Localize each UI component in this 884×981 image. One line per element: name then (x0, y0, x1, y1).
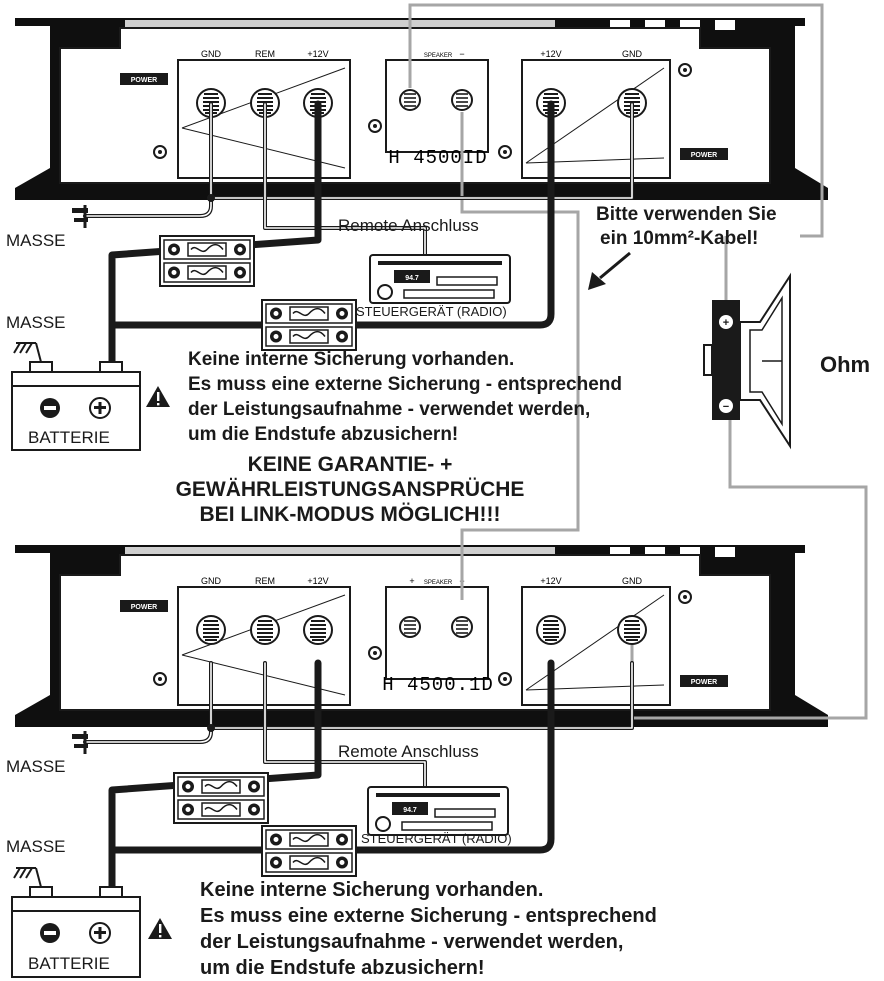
cable-arrow-icon (588, 251, 631, 290)
power-badge-right: POWER (691, 679, 717, 686)
terminal-12v-label: +12V (307, 49, 328, 59)
wiring-set-bottom (83, 659, 634, 897)
terminal-gnd-right-label: GND (622, 576, 643, 586)
speaker-plus-label: + (723, 317, 729, 329)
masse-ground-label: MASSE (6, 757, 66, 776)
amp-model-label: H 4500ID (388, 147, 487, 169)
warning-icon (146, 386, 170, 407)
earth-symbol-bottom (13, 867, 42, 888)
terminal-12v-label: +12V (307, 576, 328, 586)
ground-stud-top (72, 205, 88, 228)
fuse-holder-top-1 (159, 235, 255, 287)
remote-connection-label: Remote Anschluss (338, 216, 479, 235)
ohm-label: Ohm (820, 352, 871, 377)
radio-display-text: 94.7 (403, 807, 417, 814)
fuse-warning-top-line-1: Keine interne Sicherung vorhanden. (188, 349, 515, 370)
battery-top (11, 361, 141, 451)
wiring-set-top (83, 100, 634, 372)
masse-ground-label: MASSE (6, 231, 66, 250)
terminal-12v-right-label: +12V (540, 576, 561, 586)
terminal-plus-label: + (409, 576, 414, 586)
masse-battery-label: MASSE (6, 313, 66, 332)
terminal-gnd-right-label: GND (622, 49, 643, 59)
terminal-rem-label: REM (255, 576, 275, 586)
head-unit-label: STEUERGERÄT (RADIO) (361, 831, 512, 846)
battery-label: BATTERIE (28, 954, 110, 973)
terminal-minus-label: − (459, 49, 464, 59)
battery-bottom (11, 886, 141, 978)
link-warning-line-3: BEI LINK-MODUS MÖGLICH!!! (199, 503, 501, 526)
ground-stud-bottom (72, 731, 88, 754)
head-unit-bottom: 94.7 (367, 786, 509, 836)
fuse-warning-top-line-3: der Leistungsaufnahme - verwendet werden… (188, 399, 591, 420)
terminal-rem-label: REM (255, 49, 275, 59)
fuse-warning-bottom-line-4: um die Endstufe abzusichern! (200, 957, 485, 979)
fuse-warning-top-line-2: Es muss eine externe Sicherung - entspre… (188, 374, 622, 395)
earth-symbol-top (13, 342, 42, 363)
power-badge-left: POWER (131, 604, 157, 611)
amplifier-bottom: GND REM +12V + SPEAKER − +12V GND POWER … (15, 545, 828, 727)
terminal-gnd-label: GND (201, 49, 222, 59)
power-badge-left: POWER (131, 77, 157, 84)
terminal-speaker-label: SPEAKER (424, 53, 453, 59)
masse-battery-label: MASSE (6, 837, 66, 856)
warning-icon (148, 918, 172, 939)
remote-connection-label: Remote Anschluss (338, 742, 479, 761)
cable-hint-line-1: Bitte verwenden Sie (596, 204, 777, 225)
terminal-gnd-label: GND (201, 576, 222, 586)
fuse-warning-bottom-line-3: der Leistungsaufnahme - verwendet werden… (200, 931, 624, 953)
speaker-minus-label: − (723, 401, 729, 413)
radio-display-text: 94.7 (405, 275, 419, 282)
terminal-speaker-label: SPEAKER (424, 580, 453, 586)
link-warning-line-2: GEWÄHRLEISTUNGSANSPRÜCHE (175, 478, 525, 501)
fuse-holder-bottom-2 (261, 825, 357, 877)
fuse-holder-top-2 (261, 299, 357, 351)
terminal-12v-right-label: +12V (540, 49, 561, 59)
amplifier-top: GND REM +12V SPEAKER − +12V GND POWER PO… (15, 18, 828, 200)
speaker: + − (703, 272, 791, 450)
fuse-warning-top-line-4: um die Endstufe abzusichern! (188, 424, 459, 445)
power-badge-right: POWER (691, 152, 717, 159)
head-unit-label: STEUERGERÄT (RADIO) (356, 304, 507, 319)
fuse-holder-bottom-1 (173, 772, 269, 824)
fuse-warning-bottom-line-2: Es muss eine externe Sicherung - entspre… (200, 905, 657, 927)
battery-label: BATTERIE (28, 428, 110, 447)
amp-model-label: H 4500.1D (382, 674, 494, 696)
link-warning-line-1: KEINE GARANTIE- + (247, 453, 453, 476)
cable-hint-line-2: ein 10mm²-Kabel! (600, 228, 759, 249)
head-unit-top: 94.7 (369, 254, 511, 304)
fuse-warning-bottom-line-1: Keine interne Sicherung vorhanden. (200, 879, 544, 901)
